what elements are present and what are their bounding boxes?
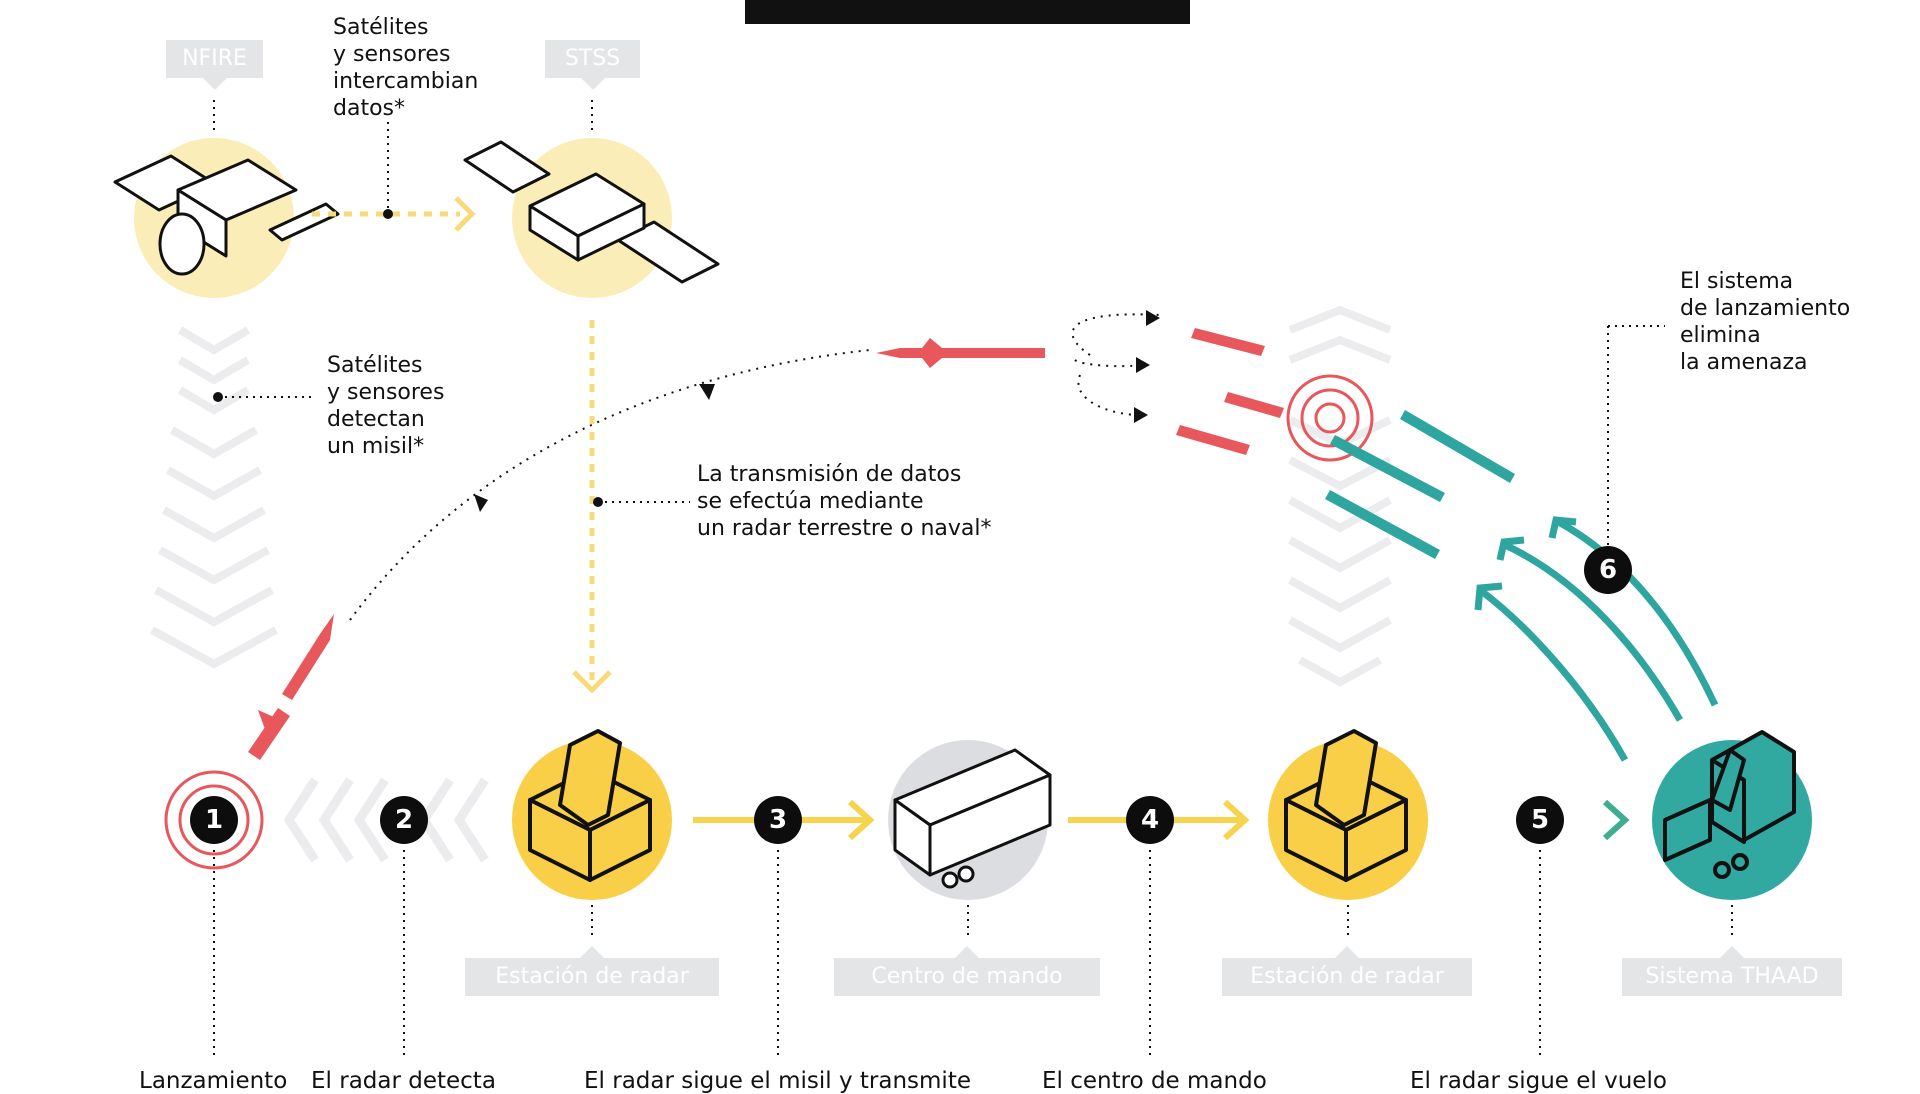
radar-station-2 — [1268, 729, 1428, 900]
radar-station-1 — [512, 729, 672, 900]
step-marker-6: 6 — [1584, 546, 1632, 594]
step-marker-2: 2 — [380, 796, 428, 844]
detection-beam-left — [150, 326, 278, 669]
step-caption-5: El radar sigue el vuelo — [1410, 1068, 1667, 1094]
detection-beam-right — [1288, 305, 1392, 687]
missile-midcourse — [876, 338, 1045, 368]
trajectory-arrowheads — [474, 310, 1160, 512]
launch-target — [164, 770, 264, 870]
annotation-exchange: Satélites y sensores intercambian datos* — [333, 15, 479, 121]
satellite-nfire — [113, 138, 340, 298]
step-marker-3: 3 — [754, 796, 802, 844]
interception-target — [1286, 374, 1374, 462]
stss-downlink-arrow — [572, 320, 612, 694]
ground-label-radar-1: Estación de radar — [465, 946, 719, 996]
satellite-label-nfire: NFIRE — [166, 40, 263, 90]
interceptor-trail-arrowheads — [1474, 516, 1577, 611]
title-bar — [745, 0, 1190, 24]
annotation-eliminate: El sistema de lanzamiento elimina la ame… — [1680, 269, 1851, 375]
ground-label-radar-2: Estación de radar — [1222, 946, 1472, 996]
step-marker-4: 4 — [1126, 796, 1174, 844]
interceptor-trails — [1477, 516, 1719, 762]
missile-launching — [248, 614, 334, 760]
step-caption-4: El centro de mando — [1042, 1068, 1267, 1094]
missile-fragments — [1176, 328, 1284, 455]
step-marker-1: 1 — [190, 796, 238, 844]
command-center — [888, 740, 1052, 900]
satellite-stss — [463, 138, 720, 298]
ground-label-thaad: Sistema THAAD — [1622, 946, 1842, 996]
missile-trajectory — [349, 313, 1161, 621]
thaad-system — [1652, 730, 1812, 900]
satellite-label-stss: STSS — [545, 40, 640, 90]
step-caption-3: El radar sigue el misil y transmite — [584, 1068, 971, 1094]
interceptor-missiles — [1325, 410, 1515, 559]
leader-lines — [213, 100, 1733, 1060]
step-marker-5: 5 — [1516, 796, 1564, 844]
step-caption-2: El radar detecta — [311, 1068, 496, 1094]
ground-label-command: Centro de mando — [834, 946, 1100, 996]
satellite-link-arrow — [312, 196, 476, 232]
step-caption-1: Lanzamiento — [139, 1068, 288, 1094]
annotation-detect: Satélites y sensores detectan un misil* — [327, 353, 445, 459]
annotation-transmission: La transmisión de datos se efectúa media… — [697, 462, 992, 541]
